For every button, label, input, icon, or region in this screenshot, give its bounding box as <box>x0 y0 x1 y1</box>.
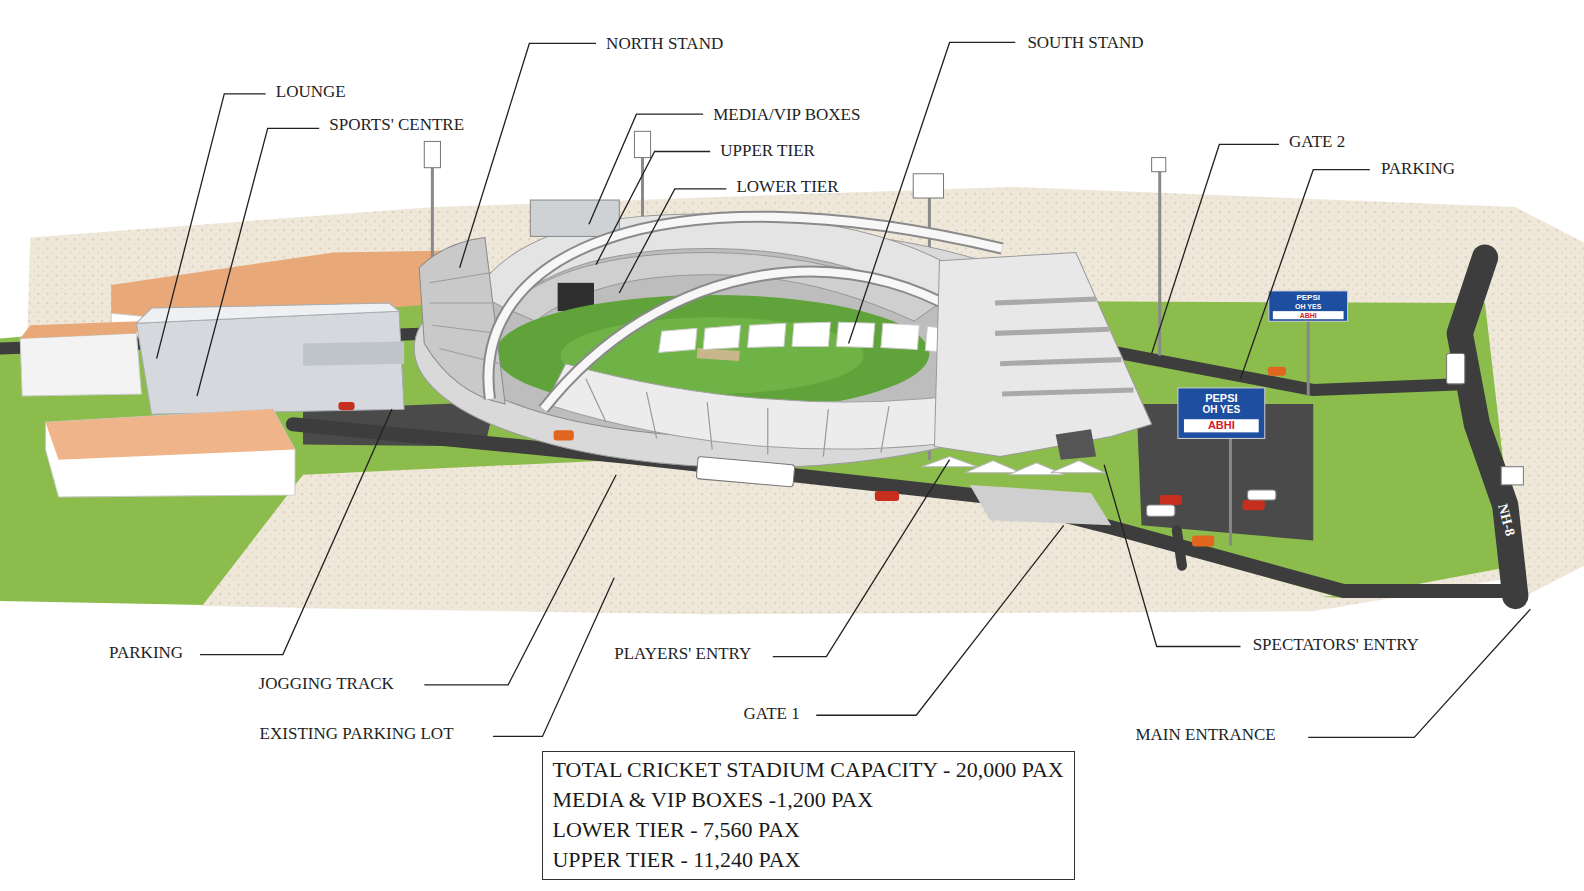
billboard-text: PEPSI <box>1296 294 1320 302</box>
billboard-text: ABHI <box>1208 420 1235 431</box>
callout-label: SPORTS' CENTRE <box>329 116 464 133</box>
capacity-box: TOTAL CRICKET STADIUM CAPACITY - 20,000 … <box>542 751 1074 880</box>
callout-label: NORTH STAND <box>606 35 723 52</box>
capacity-line: UPPER TIER - 11,240 PAX <box>552 845 1063 875</box>
callout-label: LOWER TIER <box>736 177 838 194</box>
billboard-text: PEPSI <box>1205 393 1237 404</box>
callout-label: PARKING <box>1381 159 1455 176</box>
callout-label: EXISTING PARKING LOT <box>260 725 454 742</box>
callout-label: PLAYERS' ENTRY <box>614 644 751 661</box>
callout-label: SPECTATORS' ENTRY <box>1253 635 1419 652</box>
callout-label: GATE 2 <box>1289 133 1345 150</box>
leader-lines <box>157 42 1531 737</box>
callout-label: MEDIA/VIP BOXES <box>713 106 860 123</box>
callout-label: MAIN ENTRANCE <box>1135 726 1275 743</box>
billboard-text: OH YES <box>1203 405 1241 415</box>
capacity-line: LOWER TIER - 7,560 PAX <box>552 815 1063 845</box>
callout-label: GATE 1 <box>744 705 800 722</box>
callout-label: SOUTH STAND <box>1027 34 1143 51</box>
billboard-text: ABHI <box>1300 312 1317 319</box>
capacity-line: TOTAL CRICKET STADIUM CAPACITY - 20,000 … <box>552 755 1063 785</box>
callout-label: LOUNGE <box>276 82 346 99</box>
callout-label: UPPER TIER <box>720 141 815 158</box>
callout-label: JOGGING TRACK <box>259 674 394 691</box>
capacity-line: MEDIA & VIP BOXES -1,200 PAX <box>552 785 1063 815</box>
billboard-text: OH YES <box>1295 303 1321 310</box>
callout-label: PARKING <box>109 643 183 660</box>
road-name: NH-8 <box>1495 503 1517 538</box>
